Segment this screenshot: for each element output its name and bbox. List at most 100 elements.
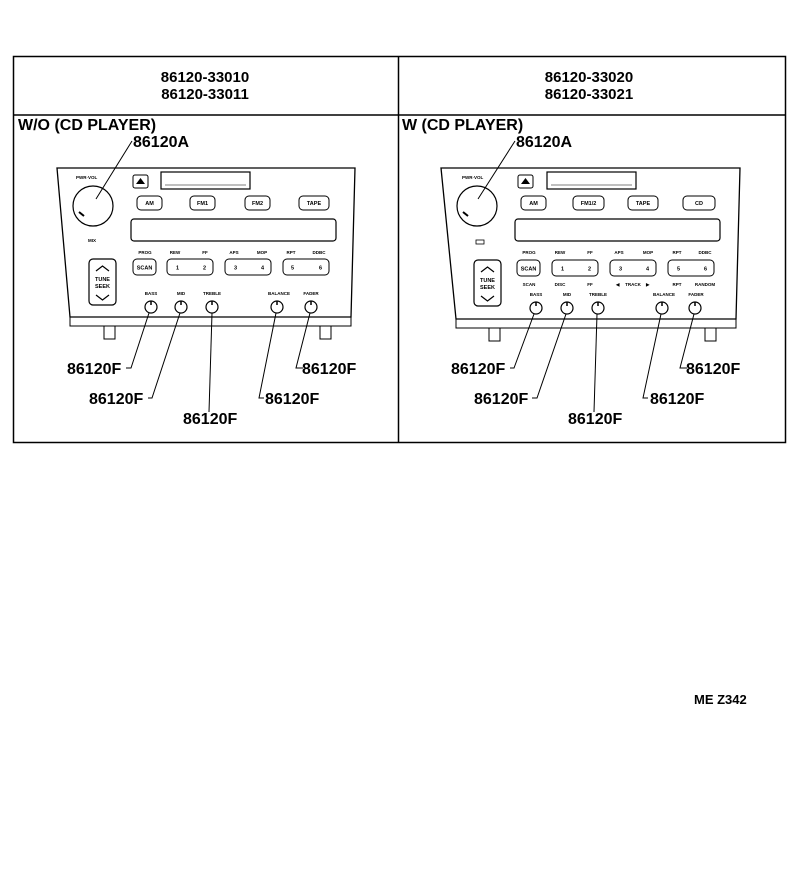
left-fm2-label: FM2 bbox=[252, 201, 263, 207]
right-mid-knob[interactable]: MID bbox=[560, 292, 574, 315]
left-treble-callout: 86120F bbox=[183, 411, 237, 428]
right-mop-label: MOP bbox=[643, 250, 653, 255]
left-main-callout: 86120A bbox=[133, 134, 189, 151]
left-ff-label: FF bbox=[202, 250, 208, 255]
right-cassette-slot bbox=[546, 171, 637, 190]
left-balance-knob[interactable]: BALANCE bbox=[268, 291, 290, 314]
parts-table bbox=[12, 55, 787, 444]
header-right-part-1: 86120-33020 bbox=[545, 69, 633, 86]
right-seek-label: SEEK bbox=[480, 285, 495, 291]
left-tune-label: TUNE bbox=[95, 277, 110, 283]
left-eject-icon bbox=[136, 178, 145, 184]
left-tune-seek-rocker[interactable] bbox=[88, 258, 117, 306]
right-disc-label: DISC bbox=[555, 282, 567, 287]
right-fader-knob[interactable]: FADER bbox=[688, 292, 704, 315]
right-tune-label: TUNE bbox=[480, 278, 495, 284]
right-preset-3-4-button[interactable] bbox=[609, 259, 657, 277]
right-am-label: AM bbox=[529, 201, 538, 207]
left-scan-button[interactable] bbox=[132, 258, 157, 276]
left-bass-knob[interactable]: BASS bbox=[144, 291, 158, 314]
left-treble-label: TREBLE bbox=[203, 291, 221, 296]
right-preset-5-6-button[interactable] bbox=[667, 259, 715, 277]
left-mid-knob[interactable]: MID bbox=[174, 291, 188, 314]
left-bass-label: BASS bbox=[145, 291, 158, 296]
left-volume-marker bbox=[78, 211, 85, 217]
left-ddbc-label: DDBC bbox=[313, 250, 327, 255]
right-rpt-label: RPT bbox=[673, 250, 682, 255]
left-cassette-slot bbox=[160, 171, 251, 190]
right-ff-sub-label: FF bbox=[587, 282, 593, 287]
right-preset-6-label: 6 bbox=[704, 267, 707, 273]
left-mount-tabs bbox=[103, 326, 332, 340]
header-right-part-2: 86120-33021 bbox=[545, 86, 633, 103]
right-eject-button[interactable] bbox=[517, 174, 534, 189]
left-fm1-button[interactable] bbox=[189, 195, 216, 211]
right-volume-knob[interactable] bbox=[456, 185, 498, 227]
right-scan-button[interactable] bbox=[516, 259, 541, 277]
right-mid-callout: 86120F bbox=[474, 391, 528, 408]
left-fm1-label: FM1 bbox=[197, 201, 208, 207]
right-prog-label: PROG bbox=[522, 250, 536, 255]
left-am-button[interactable] bbox=[136, 195, 163, 211]
right-panel: W (CD PLAYER) 86120A PWR·VOL AM FM1/2 TA… bbox=[402, 117, 741, 428]
left-preset-4-label: 4 bbox=[261, 266, 265, 272]
left-bass-callout: 86120F bbox=[67, 361, 121, 378]
left-knob-leaders bbox=[126, 312, 311, 413]
left-preset-5-label: 5 bbox=[291, 266, 294, 272]
left-fader-knob[interactable]: FADER bbox=[303, 291, 319, 314]
left-tune-down-icon bbox=[95, 294, 110, 301]
drawing-code: ME Z342 bbox=[694, 692, 747, 707]
left-mode-label: MIX bbox=[88, 238, 96, 243]
header-left-part-2: 86120-33011 bbox=[161, 86, 249, 103]
right-knob-leaders bbox=[510, 313, 695, 413]
right-preset-1-2-button[interactable] bbox=[551, 259, 599, 277]
left-balance-callout: 86120F bbox=[265, 391, 319, 408]
left-volume-knob[interactable] bbox=[72, 185, 114, 227]
right-am-button[interactable] bbox=[520, 195, 547, 211]
right-fm-label: FM1/2 bbox=[581, 201, 597, 207]
left-preset-1-2-button[interactable] bbox=[166, 258, 214, 276]
right-track-label: TRACK bbox=[625, 282, 641, 287]
right-cd-button[interactable] bbox=[682, 195, 716, 211]
right-tune-seek-rocker[interactable] bbox=[473, 259, 502, 307]
right-balance-knob[interactable]: BALANCE bbox=[653, 292, 675, 315]
left-treble-knob[interactable]: TREBLE bbox=[203, 291, 221, 314]
right-tape-button[interactable] bbox=[627, 195, 659, 211]
left-mid-callout: 86120F bbox=[89, 391, 143, 408]
right-tune-down-icon bbox=[480, 295, 495, 302]
right-volume-marker bbox=[462, 211, 469, 217]
right-track-prev-icon: ◀ bbox=[615, 282, 620, 287]
left-prog-label: PROG bbox=[138, 250, 152, 255]
right-fm-button[interactable] bbox=[572, 195, 605, 211]
right-aps-label: APS bbox=[614, 250, 623, 255]
left-preset-3-4-button[interactable] bbox=[224, 258, 272, 276]
right-scan-label: SCAN bbox=[521, 267, 537, 273]
right-track-next-icon: ▶ bbox=[645, 282, 651, 287]
left-tape-button[interactable] bbox=[298, 195, 330, 211]
left-preset-2-label: 2 bbox=[203, 266, 206, 272]
left-fader-label: FADER bbox=[303, 291, 319, 296]
header-left-part-1: 86120-33010 bbox=[161, 69, 249, 86]
right-ddbc-label: DDBC bbox=[699, 250, 713, 255]
right-fader-callout: 86120F bbox=[686, 361, 740, 378]
left-preset-5-6-button[interactable] bbox=[282, 258, 330, 276]
right-tape-label: TAPE bbox=[636, 201, 651, 207]
right-eject-icon bbox=[521, 178, 530, 184]
left-tune-up-icon bbox=[95, 265, 110, 272]
left-fm2-button[interactable] bbox=[244, 195, 271, 211]
left-section-label: W/O (CD PLAYER) bbox=[18, 117, 156, 134]
right-rpt-sub-label: RPT bbox=[673, 282, 682, 287]
left-eject-button[interactable] bbox=[132, 174, 149, 189]
right-treble-knob[interactable]: TREBLE bbox=[589, 292, 607, 315]
left-fader-callout: 86120F bbox=[302, 361, 356, 378]
right-balance-callout: 86120F bbox=[650, 391, 704, 408]
right-bass-knob[interactable]: BASS bbox=[529, 292, 543, 315]
right-display bbox=[514, 218, 721, 242]
right-indicator bbox=[475, 239, 485, 245]
right-balance-label: BALANCE bbox=[653, 292, 675, 297]
left-main-leader bbox=[95, 140, 133, 200]
left-tape-label: TAPE bbox=[307, 201, 322, 207]
right-rew-label: REW bbox=[555, 250, 566, 255]
